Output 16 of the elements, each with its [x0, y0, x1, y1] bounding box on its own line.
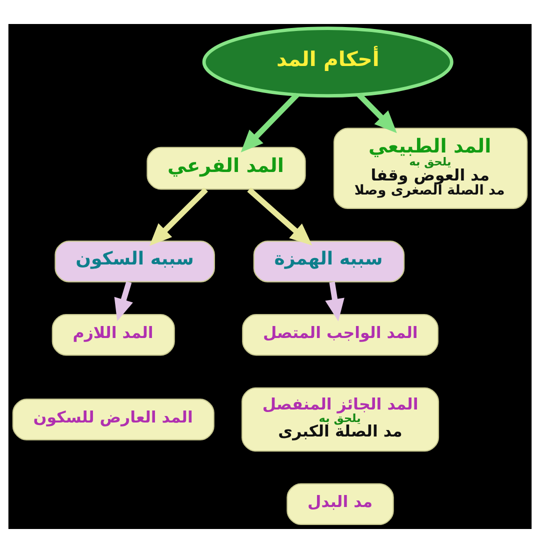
arrow	[356, 92, 397, 133]
node-box: المد الفرعي	[146, 146, 306, 190]
node-box: مد البدل	[286, 482, 394, 525]
arrow	[114, 280, 133, 321]
arrow	[247, 187, 312, 246]
node-box: سببه السكون	[54, 240, 215, 282]
node-box: المد الجائز المنفصل يلحق به مد الصلة الكبرى	[242, 386, 440, 452]
arrow	[325, 281, 344, 321]
node-box: المد العارض للسكون	[12, 398, 214, 440]
node-box: المد اللازم	[52, 313, 175, 356]
arrow	[149, 187, 208, 246]
arrow	[240, 92, 300, 152]
node-box: المد الواجب المتصل	[242, 313, 438, 356]
node-box: المد الطبيعي يلحق به مد العوض وقفا مد الصلة الصغرى وصلا	[334, 127, 528, 208]
node-box: سببه الهمزة	[253, 240, 405, 282]
node-ellipse: أحكام المد	[202, 26, 454, 97]
